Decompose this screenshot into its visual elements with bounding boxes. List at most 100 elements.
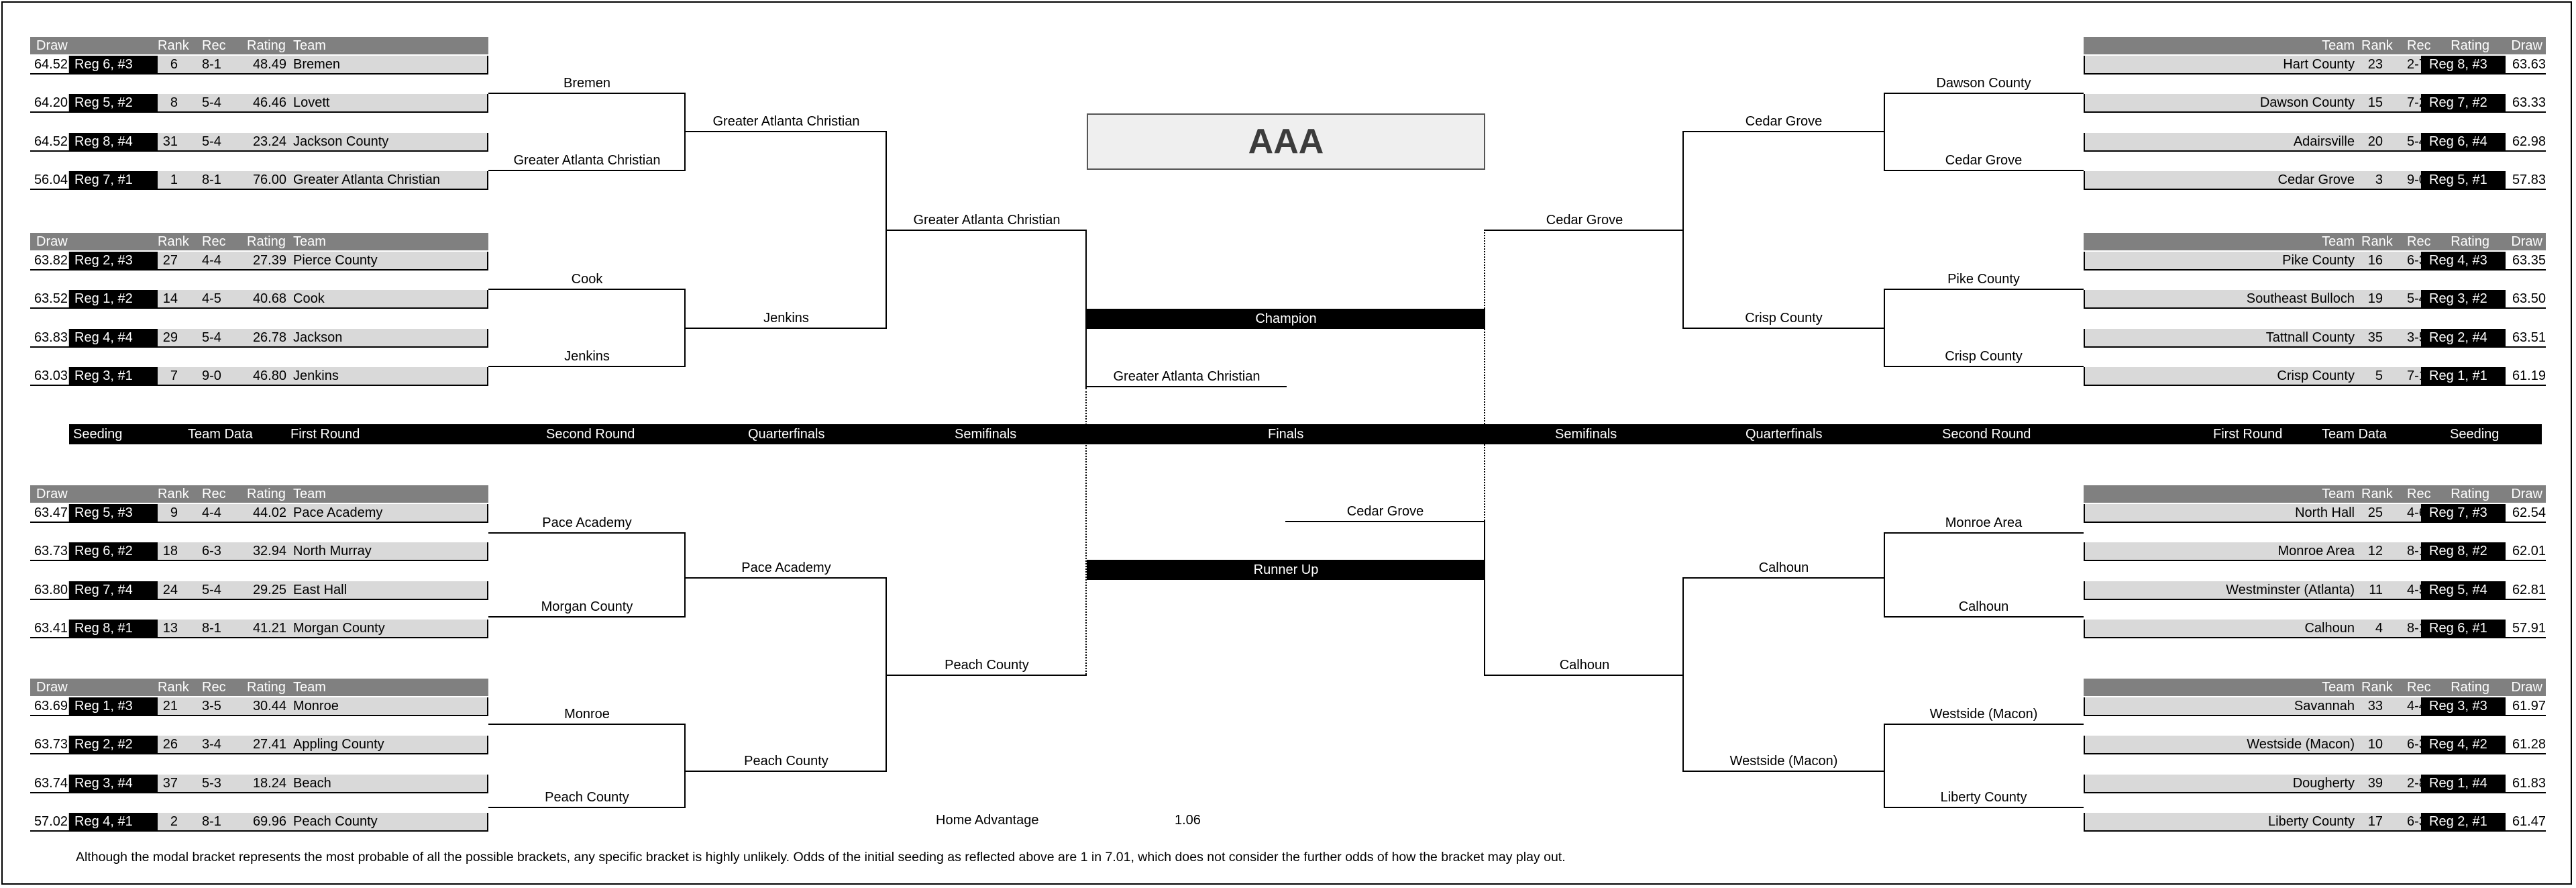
record-value: 5-3 (202, 776, 221, 791)
header-rec: Rec (202, 487, 226, 501)
rank-value: 29 (162, 330, 178, 345)
left-second-round-winner: Monroe (564, 707, 610, 722)
header-rating: Rating (2451, 487, 2489, 501)
team-row: Westminster (Atlanta)114-543.11Reg 5, #4… (2084, 581, 2546, 599)
header-draw: Draw (2511, 487, 2542, 501)
row-divider (487, 94, 488, 113)
right-second-round-winner: Liberty County (1940, 790, 2027, 805)
team-name: Morgan County (293, 621, 385, 636)
team-name: Dawson County (2259, 95, 2355, 110)
seed-cell: Reg 8, #1 (69, 620, 158, 637)
band-second-round-left: Second Round (546, 427, 635, 442)
header-rank: Rank (2361, 38, 2393, 53)
right-qf-connector (1884, 532, 1885, 618)
band-semifinals-left: Semifinals (955, 427, 1017, 442)
row-divider (2084, 133, 2085, 152)
rank-value: 11 (2369, 583, 2383, 597)
header-rank: Rank (2361, 487, 2393, 501)
seed-label: Reg 4, #1 (74, 814, 133, 829)
row-divider (487, 620, 488, 638)
rank-value: 2 (170, 814, 178, 829)
left-second-round-winner: Morgan County (541, 599, 633, 614)
rank-value: 33 (2367, 699, 2383, 713)
left-second-round-winner: Greater Atlanta Christian (513, 153, 661, 168)
seed-cell: Reg 4, #4 (69, 329, 158, 346)
row-divider (487, 736, 488, 754)
rank-value: 7 (170, 368, 178, 383)
row-divider (487, 581, 488, 600)
rating-value: 27.39 (252, 253, 286, 268)
header-rec: Rec (2407, 234, 2431, 249)
team-name: Cedar Grove (2277, 172, 2355, 187)
rating-value: 46.46 (252, 95, 286, 110)
round-labels-band: Seeding Team Data First Round Second Rou… (69, 424, 2542, 444)
right-quarterfinal-line (1684, 328, 1884, 329)
team-row: Westside (Macon)106-343.35Reg 4, #261.28 (2084, 736, 2546, 753)
header-rank: Rank (158, 234, 189, 249)
band-team-data-left: Team Data (188, 427, 253, 442)
team-name: Jenkins (293, 368, 339, 383)
right-second-round-line (1884, 93, 2084, 94)
rating-value: 18.24 (252, 776, 286, 791)
draw-value: 61.83 (2506, 775, 2546, 792)
seed-label: Reg 3, #3 (2429, 699, 2487, 713)
right-qf-connector (1884, 93, 1885, 171)
left-qf-connector (684, 289, 686, 367)
right-second-round-line (1884, 807, 2084, 808)
row-underline (30, 269, 488, 270)
row-underline (30, 189, 488, 190)
seed-cell: Reg 6, #2 (69, 542, 158, 560)
row-underline (2084, 522, 2546, 523)
seed-label: Reg 6, #4 (2429, 134, 2487, 149)
draw-value: 57.02 (30, 813, 68, 830)
row-divider (487, 290, 488, 309)
seed-cell: Reg 8, #3 (2421, 56, 2506, 73)
seed-cell: Reg 1, #2 (69, 290, 158, 307)
seed-cell: Reg 5, #3 (69, 504, 158, 522)
row-underline (30, 73, 488, 75)
left-second-round-line (488, 366, 686, 367)
header-draw: Draw (2511, 38, 2542, 53)
team-name: Pierce County (293, 253, 378, 268)
seed-cell: Reg 3, #2 (2421, 290, 2506, 307)
row-underline (30, 150, 488, 152)
header-rating: Rating (247, 680, 286, 695)
draw-value: 62.98 (2506, 133, 2546, 150)
rank-value: 17 (2367, 814, 2383, 829)
right-quarterfinal-line (1684, 771, 1884, 772)
header-draw: Draw (36, 680, 68, 695)
rating-value: 27.41 (252, 737, 286, 752)
left-qf-connector (684, 532, 686, 618)
footnote: Although the modal bracket represents th… (76, 850, 1566, 865)
row-divider (487, 504, 488, 523)
right-quarterfinal-winner: Calhoun (1758, 560, 1809, 575)
right-qf-connector (1884, 289, 1885, 367)
team-name: Cook (293, 291, 325, 306)
header-rec: Rec (2407, 38, 2431, 53)
left-quarterfinal-winner: Peach County (744, 754, 828, 769)
seed-cell: Reg 8, #2 (2421, 542, 2506, 560)
band-seeding-left: Seeding (73, 427, 123, 442)
rank-value: 15 (2367, 95, 2383, 110)
rating-value: 76.00 (252, 172, 286, 187)
right-semifinal-line (1485, 675, 1684, 676)
row-underline (2084, 307, 2546, 309)
row-underline (30, 346, 488, 348)
band-quarterfinals-left: Quarterfinals (748, 427, 825, 442)
record-value: 5-4 (202, 95, 221, 110)
row-underline (2084, 637, 2546, 638)
draw-value: 64.52 (30, 133, 68, 150)
draw-value: 63.63 (2506, 56, 2546, 73)
team-name: Lovett (293, 95, 330, 110)
rank-value: 4 (2375, 621, 2383, 636)
header-rec: Rec (202, 680, 226, 695)
rank-value: 27 (162, 253, 178, 268)
